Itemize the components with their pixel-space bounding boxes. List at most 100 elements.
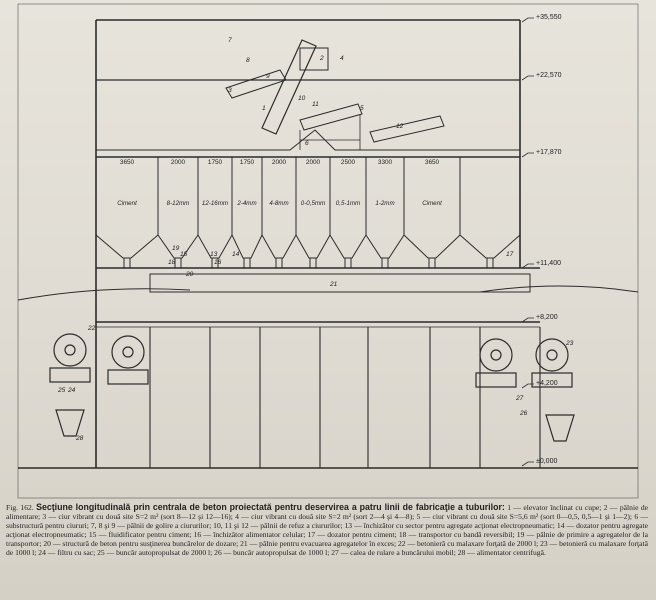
bin-label: 4-8mm bbox=[269, 200, 288, 207]
feed-hopper bbox=[299, 47, 329, 71]
section-drawing: +35,550 +22,570 +17,870 +11,400 +8,200 +4,200… bbox=[17, 3, 639, 499]
figure-caption: Fig. 162. Secţiune longitudinală prin ce… bbox=[6, 503, 648, 597]
elevation-label: +11,400 bbox=[536, 260, 561, 267]
screen-middle bbox=[299, 103, 363, 131]
elevation-mark: +22,570 bbox=[521, 72, 562, 81]
callout-number: 5 bbox=[360, 105, 364, 112]
conveyor-beam bbox=[149, 273, 531, 293]
bin-label: 1-2mm bbox=[375, 200, 394, 207]
callout-number: 22 bbox=[87, 325, 96, 332]
elevation-label: +17,870 bbox=[536, 149, 562, 156]
screen-substructure bbox=[299, 114, 361, 150]
dosing-gate bbox=[174, 257, 182, 269]
bin-width-label: 3650 bbox=[120, 159, 135, 166]
dosing-gate bbox=[243, 257, 251, 269]
callout-number: 12 bbox=[396, 123, 404, 130]
callout-number: 13 bbox=[210, 251, 218, 258]
mixer-hub bbox=[64, 344, 76, 356]
callout-number: 20 bbox=[185, 271, 194, 278]
silos bbox=[95, 157, 521, 269]
silo-hopper bbox=[365, 234, 405, 259]
dosing-gate bbox=[344, 257, 352, 269]
bin-width-label: 2000 bbox=[272, 159, 287, 166]
callout-number: 28 bbox=[75, 435, 84, 442]
bin-width-label: 1750 bbox=[208, 159, 223, 166]
silo-hopper bbox=[329, 234, 367, 259]
bin-width-label: 3300 bbox=[378, 159, 393, 166]
callout-number: 17 bbox=[506, 251, 514, 258]
callout-number: 24 bbox=[67, 387, 76, 394]
elevation-label: +35,550 bbox=[536, 14, 562, 21]
callout-number: 21 bbox=[329, 281, 338, 288]
silo-roof bbox=[95, 129, 520, 157]
elevation-mark: +35,550 bbox=[521, 14, 562, 23]
mixer-hub bbox=[122, 346, 134, 358]
callout-number: 7 bbox=[228, 37, 232, 44]
bin-width-label: 2500 bbox=[341, 159, 356, 166]
mixers bbox=[49, 333, 575, 442]
elevation-mark: +4,200 bbox=[521, 380, 558, 389]
mobile-bucket bbox=[545, 414, 575, 442]
mixer-1000l bbox=[535, 338, 569, 372]
mixer-2000l bbox=[53, 333, 87, 367]
callout-number: 11 bbox=[312, 101, 319, 108]
callout-number: 25 bbox=[57, 387, 66, 394]
callout-number: 19 bbox=[172, 245, 180, 252]
figure-title: Secţiune longitudinală prin centrala de … bbox=[36, 503, 505, 512]
silo-hopper bbox=[261, 234, 297, 259]
mixer-base bbox=[531, 372, 573, 388]
sheet-border bbox=[17, 3, 639, 499]
elevation-mark: +8,200 bbox=[521, 314, 558, 323]
callout-number: 10 bbox=[298, 95, 306, 102]
callout-number: 27 bbox=[515, 395, 524, 402]
bin-label: 8-12mm bbox=[167, 200, 190, 207]
columns bbox=[149, 327, 541, 468]
callout-number: 23 bbox=[565, 340, 574, 347]
mixer-hub bbox=[490, 349, 502, 361]
callout-number: 4 bbox=[340, 55, 344, 62]
left-deck-arc bbox=[17, 288, 191, 301]
silo-hopper bbox=[95, 234, 159, 259]
dosing-gate bbox=[275, 257, 283, 269]
bin-width-label: 3650 bbox=[425, 159, 440, 166]
bin-width-label: 2000 bbox=[171, 159, 186, 166]
callout-number: 6 bbox=[305, 140, 309, 147]
elevation-label: +8,200 bbox=[536, 314, 558, 321]
mixer-hub bbox=[546, 349, 558, 361]
callout-number: 9 bbox=[266, 73, 270, 80]
callout-number: 16 bbox=[214, 259, 222, 266]
callout-number: 26 bbox=[519, 410, 528, 417]
bin-label: Ciment bbox=[117, 200, 137, 207]
inclined-bucket-elevator bbox=[261, 39, 317, 135]
callout-number: 2 bbox=[319, 55, 324, 62]
mixer-base bbox=[107, 369, 149, 385]
right-deck-arc bbox=[479, 285, 639, 293]
dosing-gate bbox=[309, 257, 317, 269]
figure-number: Fig. 162. bbox=[6, 503, 34, 512]
elevation-label: ±0,000 bbox=[536, 458, 557, 465]
bin-label: 0-0,5mm bbox=[301, 200, 325, 207]
callout-number: 1 bbox=[262, 105, 266, 112]
screen-upper bbox=[225, 69, 287, 99]
screening-equipment bbox=[225, 39, 445, 150]
dosing-gate bbox=[381, 257, 389, 269]
bin-label: 2-4mm bbox=[236, 200, 256, 207]
silo-hopper bbox=[403, 234, 461, 259]
dosing-gate bbox=[486, 257, 494, 269]
elevation-mark: +17,870 bbox=[521, 149, 562, 158]
mixer-2000l bbox=[479, 338, 513, 372]
dosing-gate bbox=[211, 257, 219, 269]
callout-number: 14 bbox=[232, 251, 240, 258]
bin-label: Ciment bbox=[422, 200, 442, 207]
silo-hopper bbox=[295, 234, 331, 259]
screen-lower bbox=[369, 115, 445, 143]
elevation-label: +4,200 bbox=[536, 380, 558, 387]
figure-legend: 1 — elevator înclinat cu cupe; 2 — pâlni… bbox=[6, 503, 648, 557]
bin-label: 0,5-1mm bbox=[336, 200, 360, 207]
mixer-base bbox=[475, 372, 517, 388]
dosing-gate bbox=[428, 257, 436, 269]
